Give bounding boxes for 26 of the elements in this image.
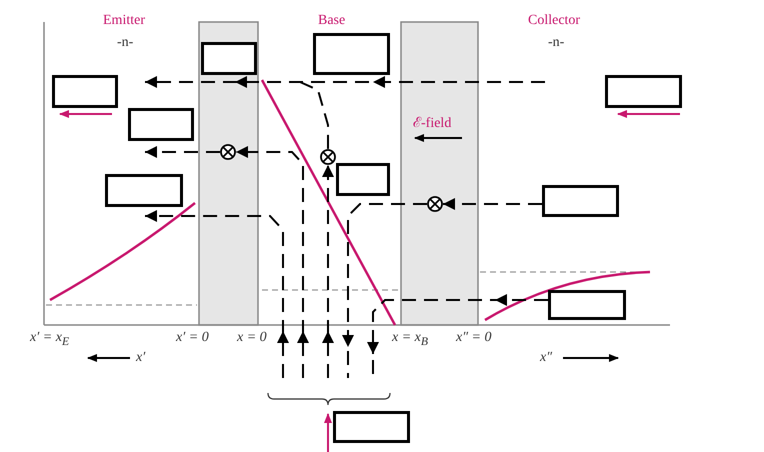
answer-box xyxy=(548,290,626,320)
doping-label: -n- xyxy=(548,36,564,50)
answer-box xyxy=(128,108,194,141)
axis-label: x″ xyxy=(540,351,552,365)
answer-box xyxy=(542,185,619,217)
doping-label: -n- xyxy=(117,36,134,50)
field-label: ℰ-field xyxy=(413,117,452,131)
answer-box xyxy=(333,411,410,443)
answer-box xyxy=(52,75,118,108)
position-label: x″ = 0 xyxy=(456,331,492,345)
recombination-symbol xyxy=(320,149,336,165)
answer-box xyxy=(605,75,682,108)
recombination-symbol xyxy=(427,196,443,212)
region-label: Base xyxy=(318,14,346,28)
answer-box xyxy=(201,42,257,75)
position-label: x = x$_{B}$ xyxy=(392,331,428,348)
position-label: x′ = x$_{E}$ xyxy=(30,331,70,348)
position-label: x′ = 0 xyxy=(176,331,209,345)
recombination-symbol xyxy=(220,144,236,160)
answer-box xyxy=(105,174,183,207)
answer-box xyxy=(336,163,390,196)
answer-box xyxy=(313,33,390,75)
axis-label: x′ xyxy=(136,351,146,365)
region-label: Emitter xyxy=(103,14,145,28)
region-label: Collector xyxy=(528,14,580,28)
position-label: x = 0 xyxy=(237,331,267,345)
